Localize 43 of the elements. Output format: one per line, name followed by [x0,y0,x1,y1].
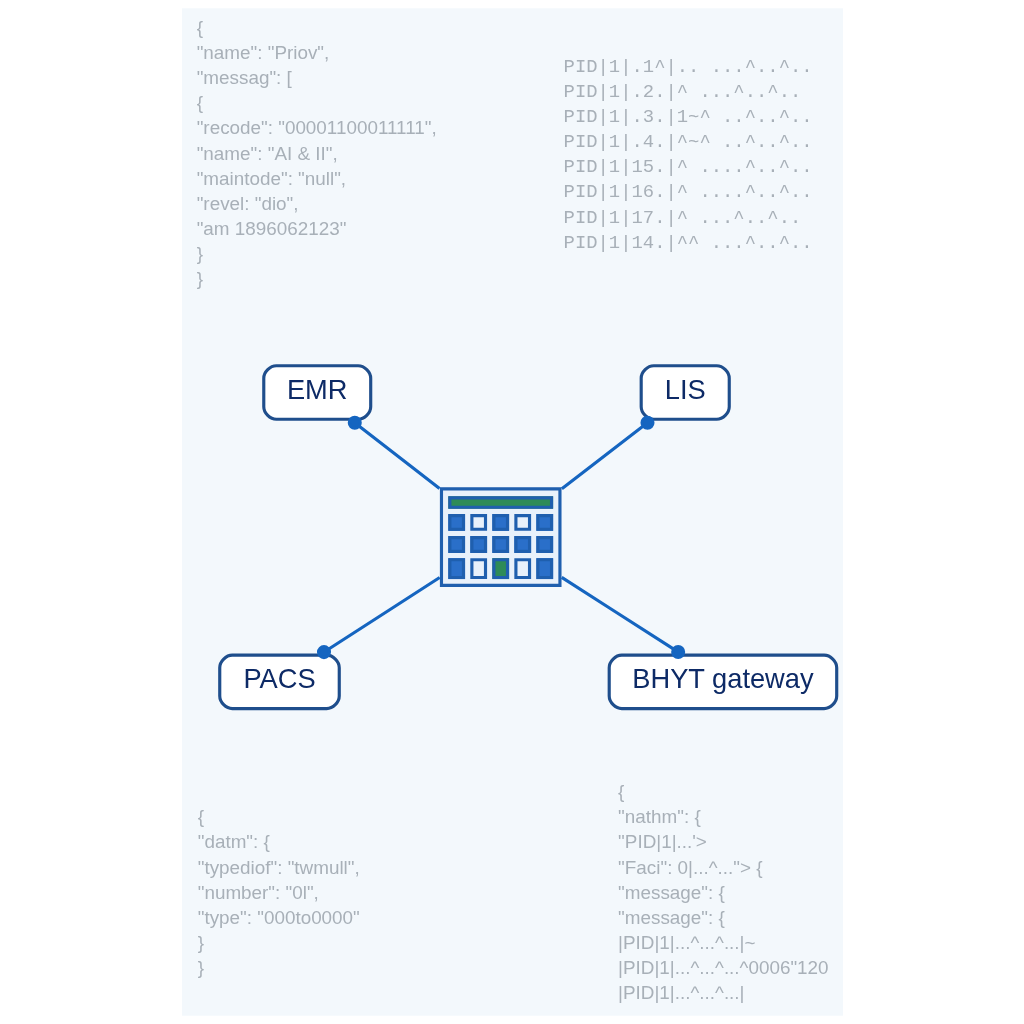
connector [347,415,440,490]
node-box: EMR [261,364,372,421]
label: "messag": [ [196,67,292,89]
label: "am 1896062123" [196,218,346,240]
label: PID|1|.2.|^ ...^..^.. [563,80,801,103]
label: "Faci": 0|...^..."> { [617,856,763,878]
connector [316,576,441,660]
label: "message": { [617,906,725,928]
label: PID|1|.3.|1~^ ..^..^.. [563,105,813,128]
label: } [197,957,204,979]
node-box: PACS [217,653,341,711]
label: "recode": "00001100011111", [196,117,437,139]
label: "name": "Priov", [196,42,329,63]
label: "number": "0l", [197,881,319,903]
label: "revel: "dio", [196,192,299,214]
node-box: LIS [639,364,731,421]
connector [560,576,685,660]
connector [560,415,654,491]
label: PID|1|15.|^ ....^..^.. [563,156,813,179]
label: PID|1|.1^|.. ...^..^.. [563,55,813,78]
label: PID|1|.4.|^~^ ..^..^.. [563,131,813,154]
label: "PID|1|...'> [617,831,707,853]
label: |PID|1|...^...^...|~ [617,932,756,954]
label: } [196,243,203,265]
label: "type": "000to0000" [197,906,360,928]
label: "name": "AI & II", [196,142,338,164]
label: { [197,806,204,828]
label: { [617,781,624,803]
label: } [196,268,203,290]
label: PID|1|16.|^ ....^..^.. [563,181,813,204]
label: PID|1|14.|^^ ...^..^.. [563,231,813,254]
label: { [196,16,203,38]
label: "message": { [617,881,725,903]
label: "nathm": { [617,806,701,828]
label: |PID|1|...^...^...^0006"120 [617,957,829,979]
label: "typediof": "twmull", [197,856,360,878]
label: "maintode": "null", [196,167,346,189]
label: { [196,92,203,114]
label: } [197,932,204,954]
label: PID|1|17.|^ ...^..^.. [563,206,801,229]
label: |PID|1|...^...^...| [617,982,745,1004]
label: "datm": { [197,831,270,853]
node-box: BHYT gateway [607,653,838,711]
